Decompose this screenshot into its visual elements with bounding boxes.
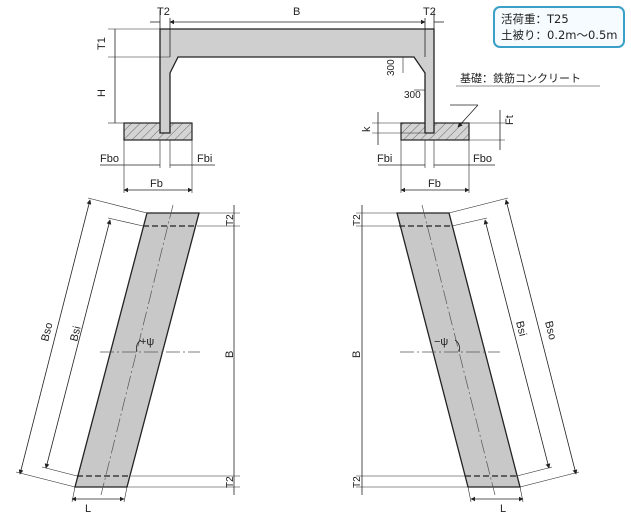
cover-depth-text: 土被り：0.2m〜0.5m xyxy=(501,28,618,42)
dim-h: H xyxy=(96,89,108,97)
dim-ft: Ft xyxy=(504,115,516,125)
dim-fbi-left: Fbi xyxy=(197,153,212,165)
angle-plus-psi: +ψ xyxy=(140,336,154,348)
dim-b-top: B xyxy=(293,6,300,18)
plan-right-b: B xyxy=(351,351,363,358)
plan-right-t2-bottom: T2 xyxy=(352,476,363,488)
design-conditions-note: 活荷重：T25 土被り：0.2m〜0.5m xyxy=(493,6,625,48)
plan-left-bso: Bso xyxy=(39,321,55,342)
dim-fbi-right: Fbi xyxy=(377,153,392,165)
plan-left-t2-top: T2 xyxy=(225,214,236,226)
plan-right-l: L xyxy=(500,503,506,515)
plan-left-l: L xyxy=(85,503,91,515)
dim-t2-left: T2 xyxy=(157,6,170,18)
live-load-text: 活荷重：T25 xyxy=(501,12,569,26)
plan-left-t2-bottom: T2 xyxy=(225,476,236,488)
left-footing xyxy=(123,122,193,141)
dim-fbo-right: Fbo xyxy=(473,153,492,165)
dim-fbo-left: Fbo xyxy=(100,153,119,165)
plan-right-bso: Bso xyxy=(542,320,558,341)
plan-left-b: B xyxy=(224,351,236,358)
plan-view-left: +ψ T2 B T2 Bso Bsi L xyxy=(15,197,240,515)
dim-fb-right: Fb xyxy=(428,178,441,190)
dim-haunch-vertical: 300 xyxy=(386,59,397,76)
plan-left-bsi: Bsi xyxy=(68,325,83,343)
dim-fb-left: Fb xyxy=(150,178,163,190)
plan-right-t2-top: T2 xyxy=(352,214,363,226)
dim-t1: T1 xyxy=(96,37,108,50)
culvert-body xyxy=(159,28,435,134)
right-footing xyxy=(400,122,470,141)
plan-right-bsi: Bsi xyxy=(513,320,528,338)
dim-k: k xyxy=(361,126,373,132)
foundation-label: 基礎：鉄筋コンクリート xyxy=(460,71,581,85)
plan-view-right: −ψ T2 B T2 Bso Bsi L xyxy=(351,197,580,515)
angle-minus-psi: −ψ xyxy=(434,336,448,348)
dim-haunch-horizontal: 300 xyxy=(404,90,421,101)
dim-t2-right: T2 xyxy=(423,6,436,18)
cross-section: T2 B T2 T1 H 300 300 基礎：鉄筋コンクリート Ft xyxy=(96,6,600,193)
